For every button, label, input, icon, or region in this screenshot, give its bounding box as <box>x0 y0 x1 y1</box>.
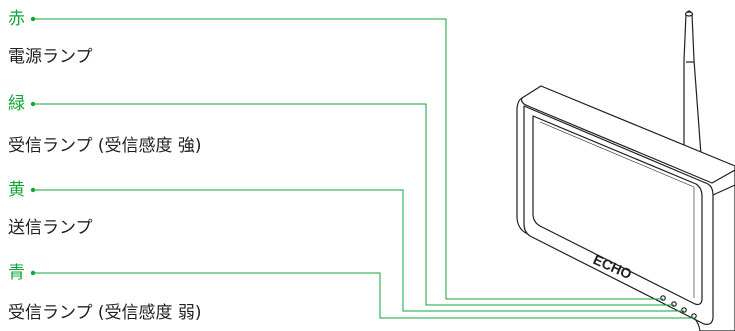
led-icon <box>660 295 666 301</box>
yellow-led-leader-line <box>33 189 684 312</box>
transceiver-device <box>516 10 735 331</box>
red-led-leader-line <box>33 18 663 300</box>
green-led-color-label: 緑 <box>8 94 25 114</box>
power-lamp-label: 電源ランプ <box>8 47 93 67</box>
device-screen <box>532 115 703 306</box>
blue-led-color-label: 青 <box>8 263 25 283</box>
leader-lines <box>30 16 694 319</box>
receive-weak-lamp-label: 受信ランプ (受信感度 弱) <box>8 303 202 323</box>
led-icon <box>681 307 687 313</box>
yellow-led-color-label: 黄 <box>8 180 25 200</box>
blue-led-leader-line <box>33 272 694 319</box>
receive-strong-lamp-label: 受信ランプ (受信感度 強) <box>8 136 202 156</box>
send-lamp-label: 送信ランプ <box>8 218 93 238</box>
red-led-color-label: 赤 <box>8 9 25 29</box>
green-led-leader-line <box>33 103 674 306</box>
led-icon <box>671 301 677 307</box>
